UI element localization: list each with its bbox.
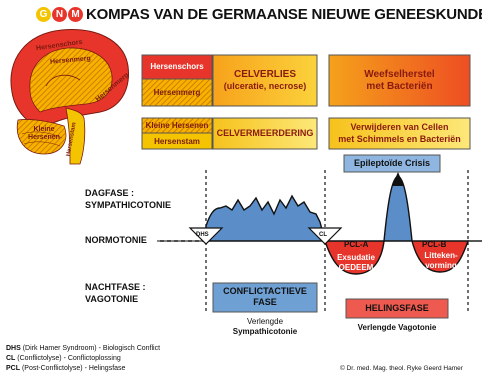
normotonie-label: NORMOTONIE [85,235,147,245]
logo-dot-m: M [68,7,83,22]
logo-dot-n: N [52,7,67,22]
celvermeerdering-label: CELVERMEERDERING [216,128,314,138]
footnote-cl: CL (Conflictolyse) - Conflictoplossing [6,354,121,363]
cl-marker-label: CL [319,232,327,238]
pcl-b-label: PCL-B [422,240,447,249]
footnote-dhs: DHS (Dirk Hamer Syndroom) - Biologisch C… [6,344,160,353]
conflictactieve-box [212,282,318,313]
pcl-a-area [324,240,385,275]
effect-box-celvermeerdering [212,117,318,150]
dhs-marker-label: DHS [196,232,209,238]
page-title: KOMPAS VAN DE GERMAANSE NIEUWE GENEESKUN… [86,6,482,23]
verlengde-vagotonie-label: Verlengde Vagotonie [357,323,437,332]
epileptoide-crisis-label: Epileptoïde Crisis [353,158,431,168]
copyright: © Dr. med. Mag. theol. Ryke Geerd Hamer [340,365,463,372]
legend-swatch-hersenstam [141,132,213,150]
pcl-b-area [411,240,469,273]
sympathicotonie-label: SYMPATHICOTONIE [85,200,172,210]
cl-triangle-icon [307,227,343,245]
sympathicotonie-area [205,194,326,242]
footnote-pcl-abbr: PCL [6,365,20,372]
legend-label-hersenstam: Hersenstam [154,137,200,146]
footnote-pcl: PCL (Post-Conflictolyse) - Helingsfase [6,364,125,373]
dagfase-label: DAGFASE : [85,188,135,198]
verlengde-sympathicotonie-line2: Sympathicotonie [232,327,298,336]
footnote-dhs-text: (Dirk Hamer Syndroom) - Biologisch Confl… [20,345,161,352]
helingsfase-label: HELINGSFASE [365,303,429,313]
logo-dot-g: G [36,7,51,22]
weefselherstel-line1: Weefselherstel [364,69,435,80]
legend-swatch-hersenschors [141,54,213,80]
verwijderen-line2: met Schimmels en Bacteriën [338,134,461,144]
effect-box-celverlies [212,54,318,107]
littekenvorming-line1: Litteken- [424,251,458,260]
vagotonie-label: VAGOTONIE [85,294,139,304]
arrow-up-icon [392,172,404,186]
weefselherstel-line2: met Bacteriën [366,81,433,92]
effect-box-weefselherstel [328,54,471,107]
legend-swatch-hersenmerg [141,78,213,107]
legend-label-hersenmerg: Hersenmerg [153,88,201,97]
exsudatie-label: Exsudatie [337,253,375,262]
footnote-dhs-abbr: DHS [6,345,21,352]
brain-label-kleine-hersenen: Kleine Hersenen [28,126,60,141]
brain-illustration [10,29,129,165]
legend-label-kleine-hersenen: Kleine Hersenen [145,121,209,130]
pcl-a-label: PCL-A [344,240,369,249]
conflictactieve-line2: FASE [253,297,277,307]
verlengde-sympathicotonie-line1: Verlengde [246,317,284,326]
helingsfase-box [345,298,449,319]
conflictactieve-line1: CONFLICTACTIEVE [223,286,307,296]
celverlies-title: CELVERLIES [233,69,297,80]
dhs-triangle-icon [188,227,224,245]
celverlies-subtitle: (ulceratie, necrose) [223,81,307,91]
epileptoide-box [343,154,441,173]
effect-box-verwijderen [328,117,471,150]
footnote-cl-abbr: CL [6,355,16,362]
footnote-cl-text: (Conflictolyse) - Conflictoplossing [15,355,121,362]
legend-label-hersenschors: Hersenschors [150,62,204,71]
littekenvorming-line2: vorming [425,261,457,270]
oedeem-label: OEDEEM [338,263,374,272]
footnote-pcl-text: (Post-Conflictolyse) - Helingsfase [20,365,126,372]
nachtfase-label: NACHTFASE : [85,282,146,292]
verwijderen-line1: Verwijderen van Cellen [350,122,449,132]
